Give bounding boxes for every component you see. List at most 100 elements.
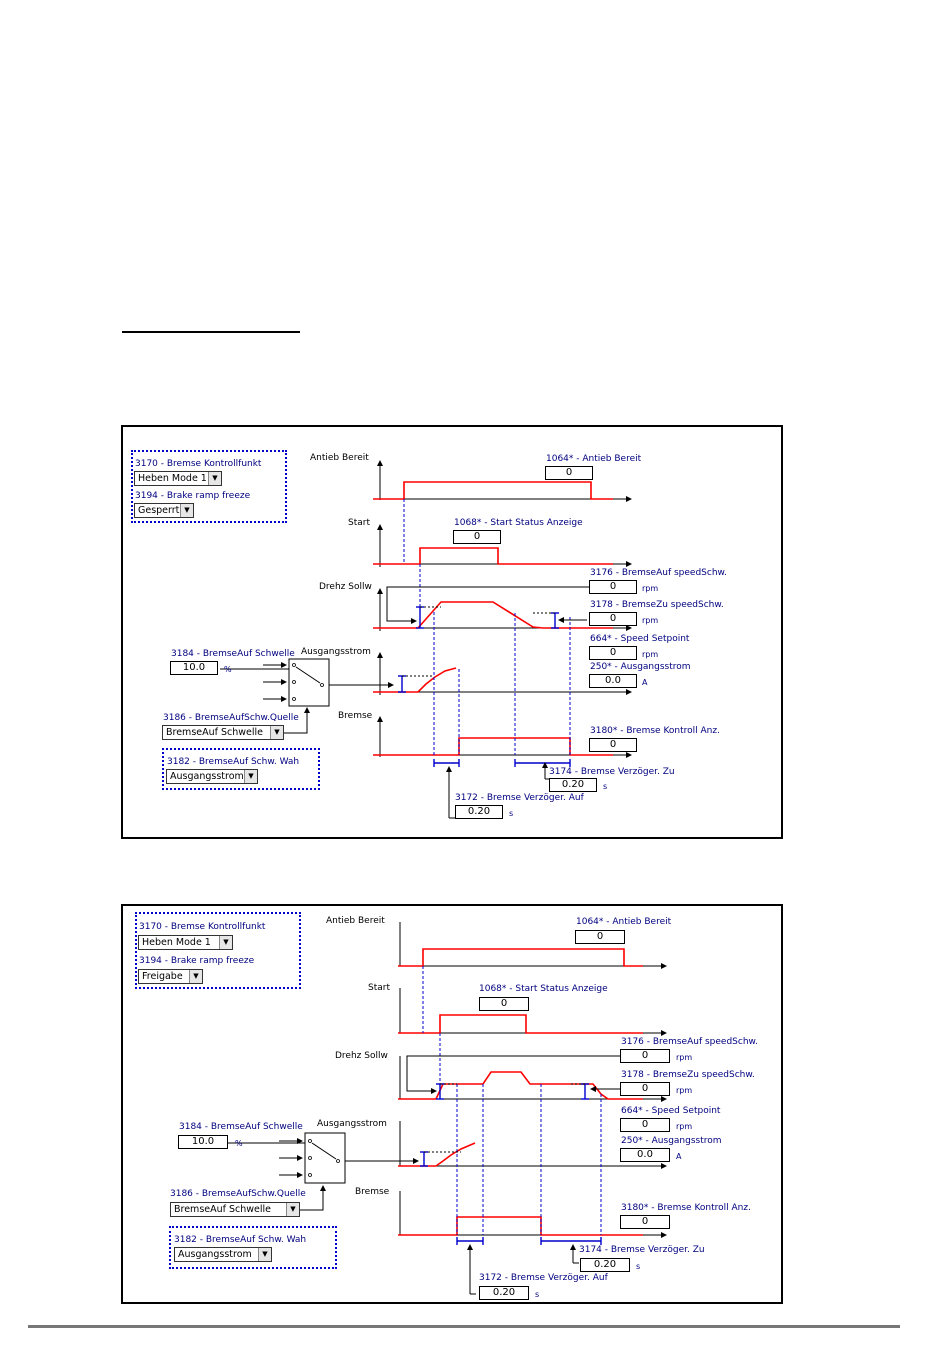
unit-seconds: s: [603, 782, 608, 791]
unit-rpm: rpm: [676, 1053, 693, 1062]
label-3176: 3176 - BremseAuf speedSchw.: [590, 568, 727, 578]
unit-seconds: s: [509, 809, 514, 818]
brake-threshold-input[interactable]: 10.0: [170, 661, 218, 675]
section-bremse: Bremse: [338, 711, 373, 721]
brake-mode-select[interactable]: Heben Mode 1▼: [134, 471, 222, 486]
section-ausgangsstrom: Ausgangsstrom: [317, 1119, 387, 1129]
unit-seconds: s: [636, 1262, 641, 1271]
label-3194: 3194 - Brake ramp freeze: [139, 956, 255, 966]
start-signal: [373, 547, 613, 565]
chevron-down-icon: ▼: [180, 504, 193, 517]
output-current-value: 0.0: [620, 1148, 670, 1162]
brake-mode-value: Heben Mode 1: [138, 473, 207, 484]
brake-control-group: [131, 450, 287, 523]
brake-close-speed-input[interactable]: 0: [589, 612, 637, 626]
chevron-down-icon: ▼: [258, 1248, 271, 1261]
label-3178: 3178 - BremseZu speedSchw.: [590, 600, 724, 610]
brake-diagram-panel-1: 3170 - Bremse Kontrollfunkt Heben Mode 1…: [121, 425, 783, 839]
section-antieb-bereit: Antieb Bereit: [310, 453, 369, 463]
ramp-freeze-select[interactable]: Gesperrt▼: [134, 503, 194, 518]
brake-open-speed-input[interactable]: 0: [620, 1049, 670, 1063]
label-250: 250* - Ausgangsstrom: [590, 662, 691, 672]
brake-mode-value: Heben Mode 1: [142, 937, 211, 948]
threshold-select-group: [162, 748, 320, 790]
label-3174: 3174 - Bremse Verzöger. Zu: [579, 1245, 705, 1255]
antieb-bereit-value: 0: [575, 930, 625, 944]
unit-percent: %: [224, 665, 232, 674]
brake-open-delay-input[interactable]: 0.20: [479, 1286, 529, 1300]
label-250: 250* - Ausgangsstrom: [621, 1136, 722, 1146]
output-current-signal: [398, 1142, 476, 1167]
label-3174: 3174 - Bremse Verzöger. Zu: [549, 767, 675, 777]
label-3186: 3186 - BremseAufSchw.Quelle: [170, 1189, 306, 1199]
threshold-source-value: BremseAuf Schwelle: [174, 1204, 272, 1215]
label-3182: 3182 - BremseAuf Schw. Wah: [174, 1235, 307, 1245]
brake-control-display: 0: [589, 738, 637, 752]
threshold-source-value: BremseAuf Schwelle: [166, 727, 264, 738]
antieb-bereit-signal: [373, 481, 613, 500]
label-3172: 3172 - Bremse Verzöger. Auf: [455, 793, 584, 803]
section-ausgangsstrom: Ausgangsstrom: [301, 647, 371, 657]
label-3170: 3170 - Bremse Kontrollfunkt: [135, 459, 262, 469]
output-current-signal: [373, 667, 457, 693]
section-start: Start: [368, 983, 390, 993]
brake-close-delay-input[interactable]: 0.20: [549, 778, 597, 792]
unit-rpm: rpm: [676, 1122, 693, 1131]
unit-rpm: rpm: [642, 650, 659, 659]
chevron-down-icon: ▼: [208, 472, 221, 485]
label-1064: 1064* - Antieb Bereit: [546, 454, 642, 464]
brake-close-speed-input[interactable]: 0: [620, 1082, 670, 1096]
brake-threshold-input[interactable]: 10.0: [178, 1135, 228, 1149]
ramp-freeze-value: Gesperrt: [138, 505, 180, 516]
brake-open-speed-input[interactable]: 0: [589, 580, 637, 594]
chevron-down-icon: ▼: [189, 970, 202, 983]
footer-rule: [28, 1325, 900, 1328]
label-3180: 3180* - Bremse Kontroll Anz.: [621, 1203, 751, 1213]
chevron-down-icon: ▼: [286, 1203, 299, 1216]
threshold-source-select[interactable]: BremseAuf Schwelle▼: [162, 725, 284, 740]
unit-rpm: rpm: [642, 584, 659, 593]
unit-rpm: rpm: [676, 1086, 693, 1095]
threshold-selector-select[interactable]: Ausgangsstrom▼: [166, 769, 258, 784]
brake-open-delay-input[interactable]: 0.20: [455, 805, 503, 819]
section-start: Start: [348, 518, 370, 528]
timing-diagram-graphics: [227, 922, 667, 1295]
antieb-bereit-signal: [398, 948, 643, 967]
label-3178: 3178 - BremseZu speedSchw.: [621, 1070, 755, 1080]
start-signal: [398, 1014, 643, 1034]
label-3176: 3176 - BremseAuf speedSchw.: [621, 1037, 758, 1047]
speed-setpoint-value: 0: [589, 646, 637, 660]
label-3194: 3194 - Brake ramp freeze: [135, 491, 251, 501]
brake-signal: [398, 1216, 643, 1236]
ramp-freeze-select[interactable]: Freigabe ▼: [138, 969, 203, 984]
unit-seconds: s: [535, 1290, 540, 1299]
brake-signal: [373, 737, 613, 756]
speed-setpoint-value: 0: [620, 1118, 670, 1132]
label-3184: 3184 - BremseAuf Schwelle: [171, 649, 295, 659]
section-drehz-sollw: Drehz Sollw: [319, 582, 372, 592]
section-drehz-sollw: Drehz Sollw: [335, 1051, 388, 1061]
unit-percent: %: [235, 1139, 243, 1148]
threshold-source-select[interactable]: BremseAuf Schwelle ▼: [170, 1202, 300, 1217]
timing-diagram-graphics: [220, 460, 632, 819]
label-664: 664* - Speed Setpoint: [621, 1106, 721, 1116]
brake-control-display: 0: [620, 1215, 670, 1229]
label-3186: 3186 - BremseAufSchw.Quelle: [163, 713, 299, 723]
section-antieb-bereit: Antieb Bereit: [326, 916, 385, 926]
unit-rpm: rpm: [642, 616, 659, 625]
threshold-select-group: [169, 1226, 337, 1269]
label-1068: 1068* - Start Status Anzeige: [454, 518, 583, 528]
threshold-selector-select[interactable]: Ausgangsstrom▼: [174, 1247, 272, 1262]
threshold-selector-value: Ausgangsstrom: [170, 771, 244, 782]
ramp-freeze-value: Freigabe: [142, 971, 183, 982]
label-1068: 1068* - Start Status Anzeige: [479, 984, 608, 994]
section-heading-underline: [122, 331, 300, 333]
brake-mode-select[interactable]: Heben Mode 1▼: [138, 935, 233, 950]
speed-setpoint-signal: [398, 1071, 643, 1100]
speed-setpoint-signal: [373, 601, 613, 629]
brake-close-delay-input[interactable]: 0.20: [580, 1258, 630, 1272]
label-3172: 3172 - Bremse Verzöger. Auf: [479, 1273, 608, 1283]
unit-ampere: A: [642, 678, 648, 687]
start-status-value: 0: [479, 997, 529, 1011]
brake-control-group: [135, 912, 301, 989]
